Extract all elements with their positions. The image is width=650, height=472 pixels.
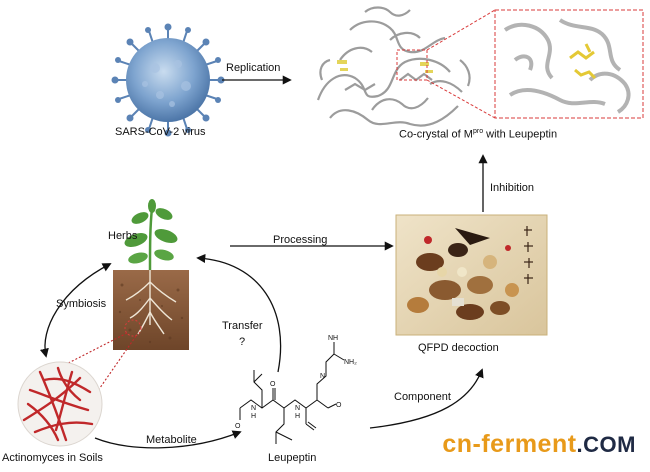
label-qfpd: QFPD decoction bbox=[418, 342, 499, 354]
transfer-arrow bbox=[196, 253, 282, 373]
watermark-logo: cn-ferment.COM bbox=[442, 430, 636, 459]
atom-n: N bbox=[295, 405, 300, 412]
label-actinomyces: Actinomyces in Soils bbox=[2, 452, 103, 464]
label-leupeptin: Leupeptin bbox=[268, 452, 317, 464]
label-herbs: Herbs bbox=[108, 230, 138, 242]
mpro-protein-structure-icon bbox=[316, 6, 471, 127]
atom-o: O bbox=[235, 423, 241, 430]
actinomyces-icon bbox=[17, 361, 103, 447]
label-inhibition: Inhibition bbox=[490, 182, 535, 194]
symbiosis-arrow bbox=[39, 263, 112, 358]
atom-o: O bbox=[336, 402, 342, 409]
soil-block bbox=[113, 270, 189, 350]
label-component: Component bbox=[394, 391, 451, 403]
herb-plant-icon bbox=[124, 199, 178, 271]
rhizosphere-zoom-circle bbox=[124, 319, 142, 337]
atom-n: N bbox=[251, 405, 256, 412]
label-metabolite: Metabolite bbox=[146, 434, 197, 446]
component-arrow bbox=[369, 368, 484, 429]
label-transfer: Transfer bbox=[222, 320, 263, 332]
label-symbiosis: Symbiosis bbox=[56, 298, 107, 310]
cocrystal-prefix: Co-crystal of M bbox=[399, 128, 473, 141]
sars-cov-2-virus-icon bbox=[111, 23, 225, 137]
atom-o: O bbox=[270, 381, 276, 388]
binding-site-zoom-inset bbox=[494, 9, 644, 119]
cocrystal-suffix: with Leupeptin bbox=[483, 128, 558, 141]
plant-roots bbox=[125, 270, 177, 335]
atom-h: H bbox=[295, 413, 300, 420]
label-replication: Replication bbox=[226, 62, 281, 74]
label-virus: SARS-CoV-2 virus bbox=[115, 126, 206, 138]
leupeptin-binding-sites bbox=[337, 60, 433, 73]
atom-nh: NH bbox=[328, 335, 338, 342]
leupeptin-atoms: O O O N N N H H NH NH₂ bbox=[235, 335, 357, 430]
label-question: ? bbox=[239, 336, 246, 348]
label-cocrystal: Co-crystal of Mpro with Leupeptin bbox=[399, 128, 557, 141]
zoom-region-box bbox=[396, 49, 428, 81]
metabolite-arrow bbox=[94, 430, 242, 449]
qfpd-decoction-image bbox=[395, 214, 548, 336]
watermark-part2: .COM bbox=[576, 432, 636, 457]
atom-nh2: NH₂ bbox=[344, 359, 357, 366]
atom-n: N bbox=[320, 373, 325, 380]
leupeptin-structure bbox=[239, 342, 345, 444]
watermark-part1: cn-ferment bbox=[442, 430, 577, 458]
atom-h: H bbox=[251, 413, 256, 420]
label-processing: Processing bbox=[273, 234, 328, 246]
cocrystal-sup: pro bbox=[472, 128, 484, 135]
